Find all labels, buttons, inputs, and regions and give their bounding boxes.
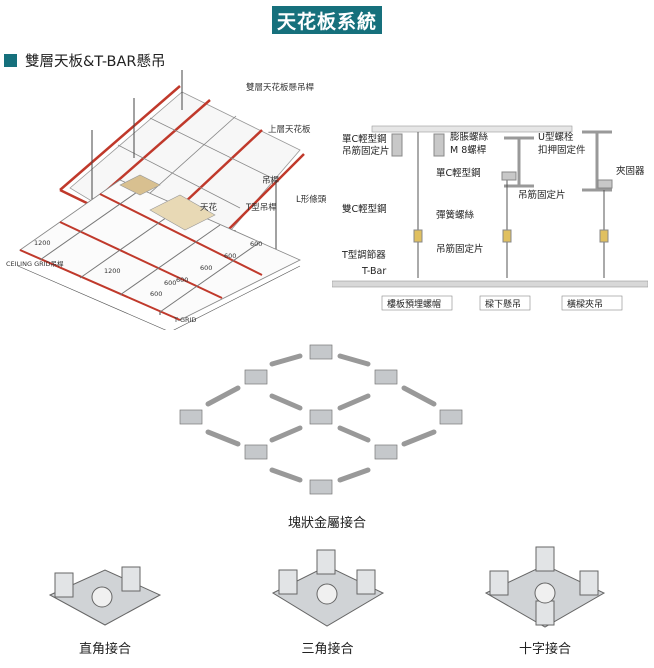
joints-caption: 塊狀金屬接合 [287,516,366,531]
dim-600-e: 600 [150,290,162,298]
section-heading-text: 雙層天板&T-BAR懸吊 [25,54,166,70]
label-t-bar: T-Bar [361,266,386,277]
tee-joint-caption: 三角接合 [301,642,354,657]
dim-1200-a: 1200 [34,239,51,247]
label-clamp: 夾固器 [616,166,645,177]
right-angle-joint-caption: 直角接合 [78,642,131,657]
label-m8: M 8螺桿 [450,144,487,156]
metal-joints-svg [179,344,463,495]
dim-1200-b: 1200 [104,267,121,275]
bottom-label-1: 樓板預埋螺帽 [387,298,441,310]
ceiling-grid-diagram: 雙層天花板懸吊桿 上層天花板 吊桿 天花 T型吊桿 L形條頭 CEILING G… [0,70,330,333]
label-ceiling-grid: CEILING GRID吊桿 [6,259,64,268]
bottom-label-2: 樑下懸吊 [485,298,521,310]
label-single-c: 單C輕型鋼 [342,133,387,145]
section-heading: 雙層天板&T-BAR懸吊 [4,50,166,71]
heading-bullet-icon [4,54,17,67]
label-ceiling-board: 天花 [200,202,218,213]
label-hanger-clip: 吊筋固定片 [342,145,390,157]
label-single-c2: 單C輕型鋼 [436,167,481,179]
hanger-detail-diagram: 單C輕型鋼 吊筋固定片 膨脹螺絲 M 8螺桿 U型螺栓 扣押固定件 單C輕型鋼 … [331,118,649,318]
label-t-adjuster: T型調節器 [341,249,386,261]
hanger-detail-svg: 單C輕型鋼 吊筋固定片 膨脹螺絲 M 8螺桿 U型螺栓 扣押固定件 單C輕型鋼 … [331,125,649,311]
cross-joint-caption: 十字接合 [518,642,571,657]
page-title: 天花板系統 [272,6,382,34]
label-l-bar: L形條頭 [296,194,327,205]
cross-joint-image [480,545,610,635]
metal-joints-illustration [160,340,500,510]
label-double-hanger: 雙層天花板懸吊桿 [246,82,315,93]
right-angle-joint-image [40,555,170,635]
label-u-bolt: U型螺栓 [538,131,574,143]
dim-600-d: 600 [250,240,262,248]
dim-600-f: 600 [164,279,176,287]
bottom-label-3: 橫樑夾吊 [567,298,603,310]
label-clamp-fixer: 扣押固定件 [538,144,586,156]
label-double-c: 雙C輕型鋼 [342,203,387,215]
label-hanger-fix2: 吊筋固定片 [436,243,484,255]
tee-joint-image [265,548,390,633]
dim-600-b: 600 [200,264,212,272]
label-expansion-bolt: 膨脹螺絲 [450,131,489,143]
label-t-bar-rod: T型吊桿 [245,202,277,213]
dim-600-a: 600 [176,276,188,284]
label-t-grid: T-GRID [173,316,196,324]
label-spring-screw: 彈簧螺絲 [436,209,475,221]
label-upper-ceiling: 上層天花板 [268,124,311,135]
label-hanger-rod: 吊桿 [262,175,280,186]
label-fixing-plate: 吊筋固定片 [518,189,566,201]
ceiling-grid-svg: 雙層天花板懸吊桿 上層天花板 吊桿 天花 T型吊桿 L形條頭 CEILING G… [6,70,327,333]
dim-600-c: 600 [224,252,236,260]
